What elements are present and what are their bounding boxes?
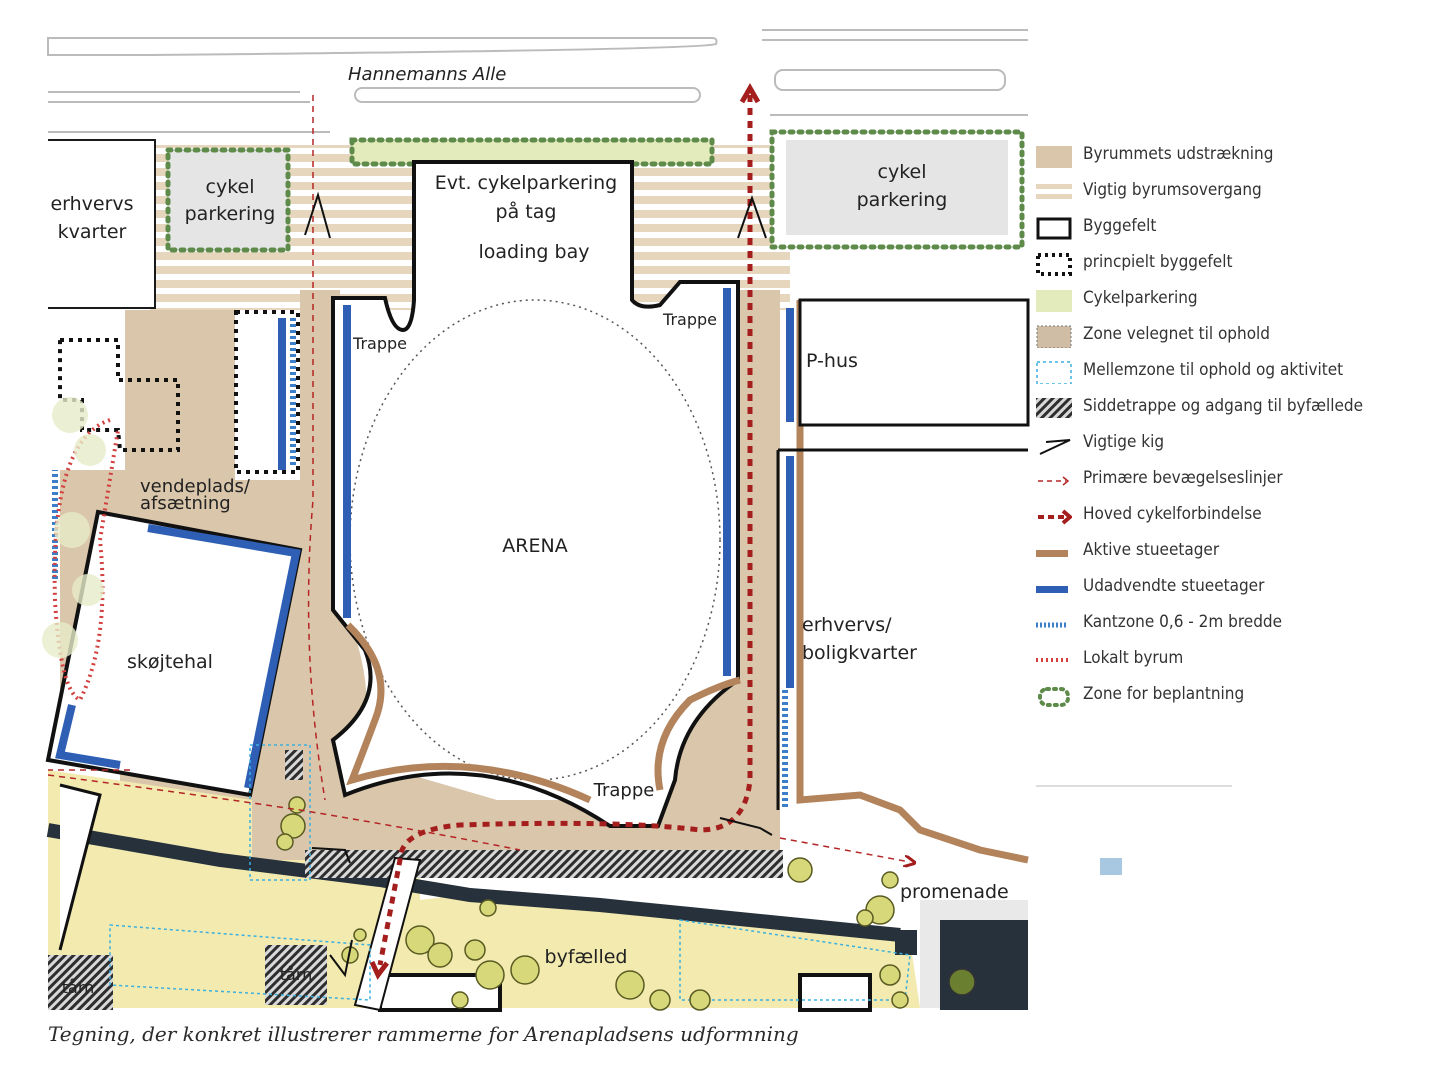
view-icon (1039, 439, 1071, 455)
building-field-icon (1036, 217, 1072, 240)
legend-label: Udadvendte stueetager (1083, 576, 1265, 596)
edge-zone-icon (1036, 622, 1068, 628)
view-markers (304, 191, 773, 978)
main-bike-route-icon (1038, 509, 1072, 525)
legend-label: Aktive stueetager (1083, 540, 1220, 560)
bike-route-arrow-south (369, 960, 389, 980)
legend: Byrummets udstrækning Vigtig byrumsoverg… (1036, 138, 1431, 714)
intermediate-zone-icon (1036, 361, 1072, 384)
legend-label: Lokalt byrum (1083, 648, 1184, 668)
label-erhvervs-2: kvarter (58, 221, 127, 243)
erhvervs-kvarter-building (48, 139, 156, 309)
legend-item: Byrummets udstrækning (1036, 138, 1431, 174)
label-erhvervs-1: erhvervs (50, 193, 133, 215)
skojtehal-building (45, 509, 303, 798)
main-bike-route (377, 95, 753, 966)
label-trappe-right: Trappe (662, 310, 717, 329)
label-cykel-left-2: parkering (185, 203, 276, 225)
legend-item: Mellemzone til ophold og aktivitet (1036, 354, 1431, 390)
label-promenade: promenade (900, 881, 1009, 903)
legend-label: Vigtige kig (1083, 432, 1165, 452)
principal-building-field-icon (1036, 253, 1072, 276)
outward-ground-floor-lines (278, 288, 794, 688)
planting-zone-icon (1038, 687, 1070, 707)
label-vendeplads-2: afsætning (140, 493, 231, 514)
figure-caption: Tegning, der konkret illustrerer rammern… (48, 1022, 799, 1046)
legend-label: Zone for beplantning (1083, 684, 1245, 704)
cykel-parkering-left (165, 147, 291, 253)
label-cykel-right-2: parkering (857, 189, 948, 211)
legend-item: Siddetrappe og adgang til byfællede (1036, 390, 1431, 426)
legend-item: Zone for beplantning (1036, 678, 1431, 714)
legend-label: princpielt byggefelt (1083, 252, 1233, 272)
label-erhvervs-bolig-2: boligkvarter (802, 642, 917, 664)
legend-item: Kantzone 0,6 - 2m bredde (1036, 606, 1431, 642)
legend-label: Hoved cykelforbindelse (1083, 504, 1262, 524)
legend-item: Lokalt byrum (1036, 642, 1431, 678)
legend-label: Cykelparkering (1083, 288, 1198, 308)
label-erhvervs-bolig-1: erhvervs/ (802, 614, 892, 636)
label-taarn-right: tårn (280, 965, 313, 984)
outward-ground-floor-icon (1036, 586, 1068, 593)
label-trappe-left: Trappe (352, 334, 407, 353)
label-skojtehal: skøjtehal (127, 651, 213, 673)
legend-item: Cykelparkering (1036, 282, 1431, 318)
legend-item: Hoved cykelforbindelse (1036, 498, 1431, 534)
legend-label: Byggefelt (1083, 216, 1157, 236)
legend-item: Zone velegnet til ophold (1036, 318, 1431, 354)
arena-bowl-outline (349, 299, 721, 781)
legend-item: Vigtige kig (1036, 426, 1431, 462)
bike-route-arrow-north (739, 82, 761, 104)
byrum-transition-icon (1036, 184, 1072, 199)
cykel-parkering-right (769, 129, 1025, 250)
stair-access-icon (1036, 398, 1072, 418)
bike-parking-icon (1036, 290, 1072, 312)
siddetrappe-hatch-small (285, 750, 303, 780)
road-area (47, 29, 1028, 133)
label-roof-1: Evt. cykelparkering (435, 172, 618, 194)
siddetrappe-hatch (305, 850, 783, 878)
street-name: Hannemanns Alle (348, 64, 506, 85)
label-trappe-bottom: Trappe (593, 780, 655, 801)
legend-item: Aktive stueetager (1036, 534, 1431, 570)
local-space-outline (52, 418, 120, 703)
tree-cluster-byfaelled (276, 796, 909, 1011)
legend-label: Vigtig byrumsovergang (1083, 180, 1262, 200)
tree-dark (948, 968, 976, 996)
label-vendeplads-1: vendeplads/ (140, 476, 251, 497)
stay-zone-icon (1036, 325, 1072, 348)
legend-label: Primære bevægelseslinjer (1083, 468, 1283, 488)
bike-path-south (353, 856, 422, 1012)
legend-label: Byrummets udstrækning (1083, 144, 1274, 164)
legend-label: Kantzone 0,6 - 2m bredde (1083, 612, 1283, 632)
legend-label: Siddetrappe og adgang til byfællede (1083, 396, 1364, 416)
legend-label: Zone velegnet til ophold (1083, 324, 1271, 344)
small-blue-square (1100, 858, 1122, 875)
tree-cluster-left (42, 397, 106, 658)
label-roof-2: på tag (496, 200, 557, 223)
movement-line-icon (1038, 476, 1070, 486)
label-taarn-left: tårn (62, 978, 95, 997)
legend-item: Primære bevægelseslinjer (1036, 462, 1431, 498)
local-space-icon (1036, 658, 1068, 662)
label-cykel-right-1: cykel (878, 161, 927, 183)
active-ground-floor-icon (1036, 550, 1068, 557)
label-arena: ARENA (502, 535, 567, 557)
active-ground-floor-lines (345, 300, 1029, 864)
label-p-hus: P-hus (806, 350, 858, 372)
legend-label: Mellemzone til ophold og aktivitet (1083, 360, 1344, 380)
legend-item: Udadvendte stueetager (1036, 570, 1431, 606)
legend-item: princpielt byggefelt (1036, 246, 1431, 282)
legend-item: Byggefelt (1036, 210, 1431, 246)
legend-item: Vigtig byrumsovergang (1036, 174, 1431, 210)
byrum-extent-icon (1036, 146, 1072, 168)
label-byfaelled: byfælled (545, 946, 628, 968)
movement-lines (47, 95, 910, 862)
arena-building-field (330, 160, 740, 828)
label-loading-bay: loading bay (479, 241, 590, 263)
label-cykel-left-1: cykel (206, 176, 255, 198)
taarn-left (48, 955, 113, 1010)
